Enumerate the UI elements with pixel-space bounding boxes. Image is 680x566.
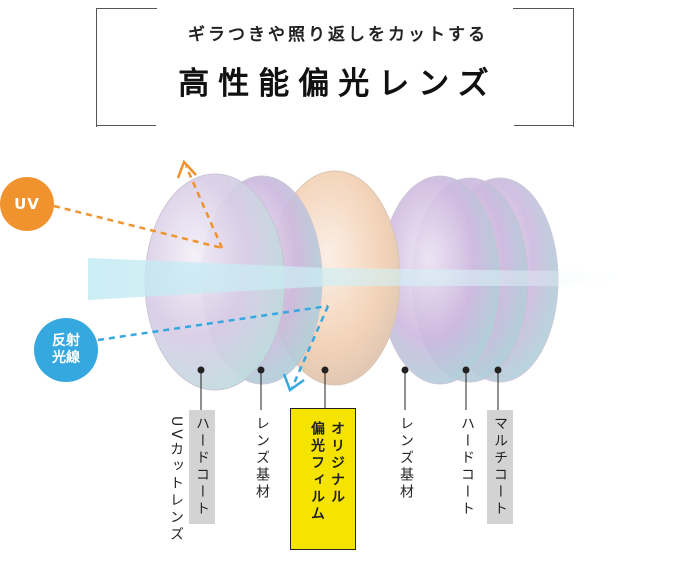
uv-arrow-head — [176, 159, 197, 179]
label-polarizing-film: 偏光フィルム — [309, 421, 325, 523]
marker-dot — [321, 366, 329, 374]
marker-dot — [462, 366, 470, 374]
reflect-redirected-ray — [290, 305, 330, 389]
uv-ray — [53, 204, 223, 250]
marker-dot — [197, 366, 205, 374]
label-hard-coat-back: ハードコート — [459, 416, 475, 518]
polarizing-film-box: オリジナル 偏光フィルム — [290, 408, 356, 550]
title-frame — [96, 8, 574, 127]
reflect-ray — [97, 304, 329, 342]
uv-reflected-ray — [184, 165, 224, 249]
uv-badge: UV — [0, 177, 54, 231]
label-multi-coat: マルチコート — [487, 410, 513, 524]
label-uv-cut-lens: UVカットレンズ — [168, 416, 184, 544]
reflected-light-label-1: 反射 — [52, 333, 80, 349]
marker-dot — [494, 366, 502, 374]
label-hard-coat-front: ハードコート — [189, 410, 215, 524]
marker-dot — [401, 366, 409, 374]
header-title: 高性能偏光レンズ — [178, 66, 498, 102]
label-original: オリジナル — [329, 421, 345, 506]
light-beam — [88, 258, 640, 300]
label-lens-substrate-left: レンズ基材 — [254, 416, 270, 501]
label-lens-substrate-right: レンズ基材 — [398, 416, 414, 501]
marker-dot — [257, 366, 265, 374]
reflected-light-label-2: 光線 — [52, 350, 80, 366]
reflect-arrow-head — [282, 373, 305, 392]
header-subtitle: ギラつきや照り返しをカットする — [188, 25, 488, 45]
reflected-light-badge: 反射 光線 — [34, 318, 98, 382]
